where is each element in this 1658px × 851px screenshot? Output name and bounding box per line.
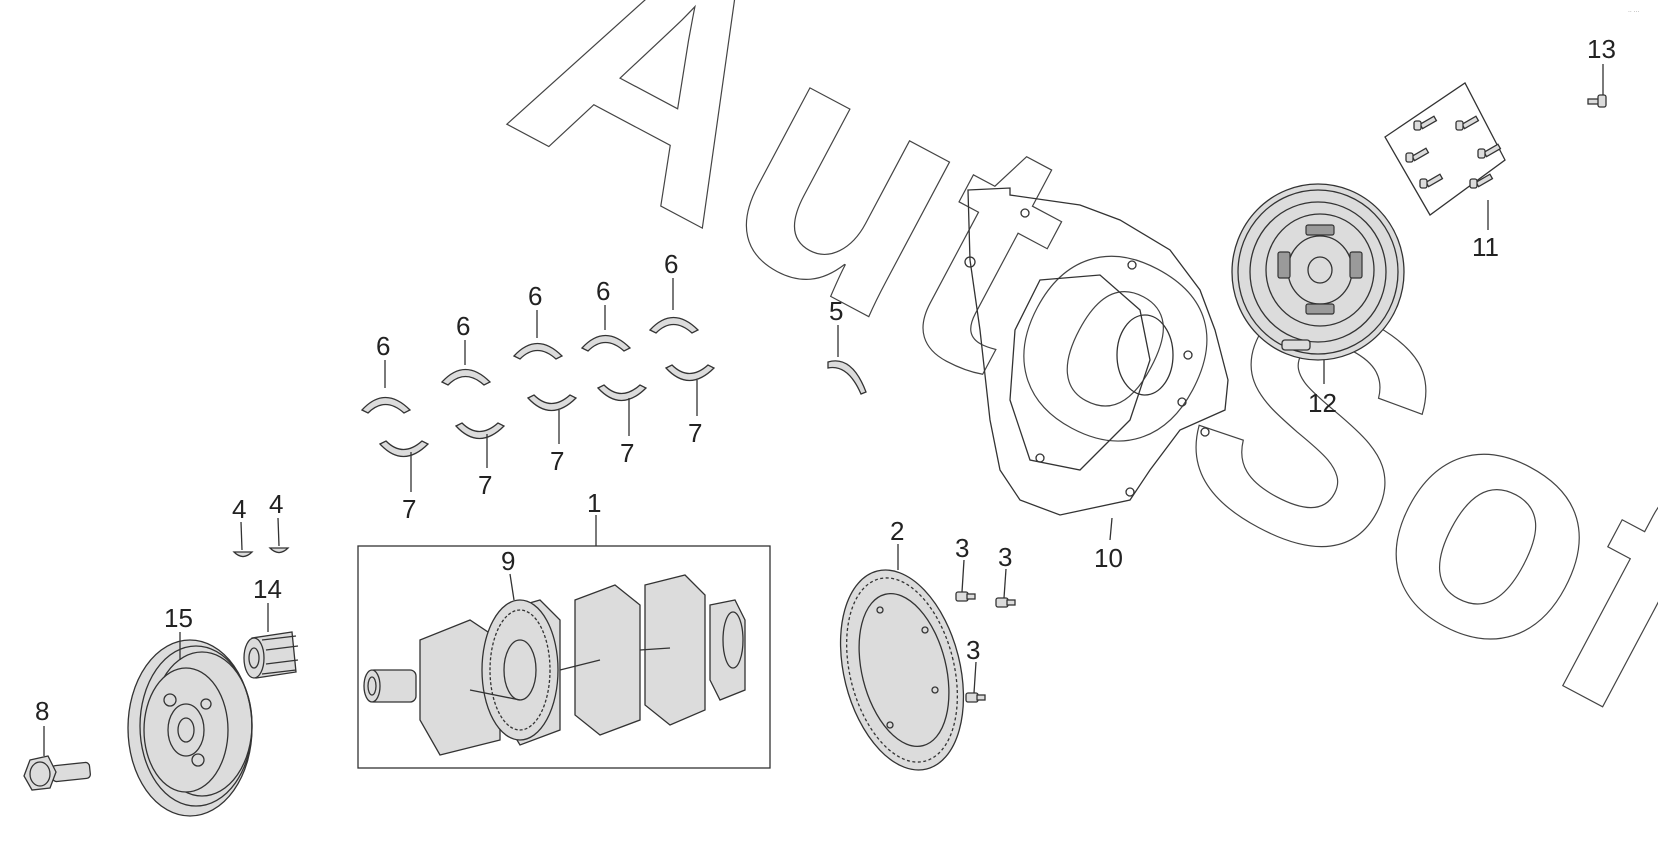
pulley-bolt — [23, 755, 91, 791]
flywheel-bolt — [1469, 173, 1494, 189]
screw — [965, 692, 986, 703]
single-bolt — [1587, 94, 1607, 108]
bearing-shell-upper — [440, 368, 492, 386]
flywheel-bolt — [1405, 147, 1430, 163]
lower-bearing-shells — [378, 364, 716, 458]
flywheel-bolt-set — [1384, 82, 1506, 216]
callout-7: 7 — [478, 470, 492, 500]
flywheel-bolt — [1477, 143, 1502, 159]
callout-13: 13 — [1587, 34, 1616, 64]
callout-5: 5 — [829, 296, 843, 326]
bearing-shell-lower — [596, 384, 648, 402]
callout-4: 4 — [269, 489, 283, 519]
bearing-shell-lower — [454, 422, 506, 440]
callout-11: 11 — [1472, 232, 1499, 262]
callout-7: 7 — [688, 418, 702, 448]
callout-15: 15 — [164, 603, 193, 633]
screws — [955, 591, 1016, 703]
callout-12: 12 — [1308, 388, 1337, 418]
adapter-plate — [964, 187, 1229, 516]
callout-2: 2 — [890, 516, 904, 546]
screw — [955, 591, 976, 602]
callouts: 1 2 3 3 3 4 4 5 6 6 6 6 6 7 7 7 7 7 8 9 … — [35, 34, 1616, 726]
callout-7: 7 — [620, 438, 634, 468]
callout-6: 6 — [456, 311, 470, 341]
callout-14: 14 — [253, 574, 282, 604]
flywheel-bolt — [1419, 173, 1444, 189]
callout-6: 6 — [596, 276, 610, 306]
callout-8: 8 — [35, 696, 49, 726]
callout-6: 6 — [664, 249, 678, 279]
callout-1: 1 — [587, 488, 601, 518]
watermark-text: AutoSoft — [467, 0, 1658, 836]
timing-gear — [481, 599, 559, 741]
corner-mark: ·· ··· — [1628, 9, 1640, 16]
bearing-shell-upper — [648, 316, 700, 334]
callout-7: 7 — [402, 494, 416, 524]
callout-10: 10 — [1094, 543, 1123, 573]
crankshaft-assembly — [357, 545, 771, 769]
callout-6: 6 — [528, 281, 542, 311]
flywheel-bolt — [1455, 115, 1480, 131]
crank-sprocket — [243, 631, 299, 679]
callout-3: 3 — [966, 635, 980, 665]
reluctor-ring — [839, 569, 965, 771]
woodruff-key — [232, 551, 254, 558]
callout-6: 6 — [376, 331, 390, 361]
callout-4: 4 — [232, 494, 246, 524]
watermark: AutoSoft — [466, 0, 1658, 837]
bearing-shell-upper — [512, 342, 564, 360]
flywheel — [1231, 183, 1405, 361]
bearing-shell-upper — [360, 396, 412, 414]
thrust-washer — [827, 360, 867, 395]
bearing-shell-lower — [378, 440, 430, 458]
crank-pulley — [127, 639, 253, 817]
screw — [995, 597, 1016, 608]
callout-7: 7 — [550, 446, 564, 476]
callout-9: 9 — [501, 546, 515, 576]
leader-lines — [43, 64, 1604, 756]
upper-bearing-shells — [360, 316, 700, 414]
bearing-shell-upper — [580, 334, 632, 352]
bearing-shell-lower — [526, 394, 578, 412]
flywheel-bolt — [1413, 115, 1438, 131]
callout-3: 3 — [955, 533, 969, 563]
bearing-shell-lower — [664, 364, 716, 382]
callout-3: 3 — [998, 542, 1012, 572]
woodruff-key — [268, 547, 290, 554]
